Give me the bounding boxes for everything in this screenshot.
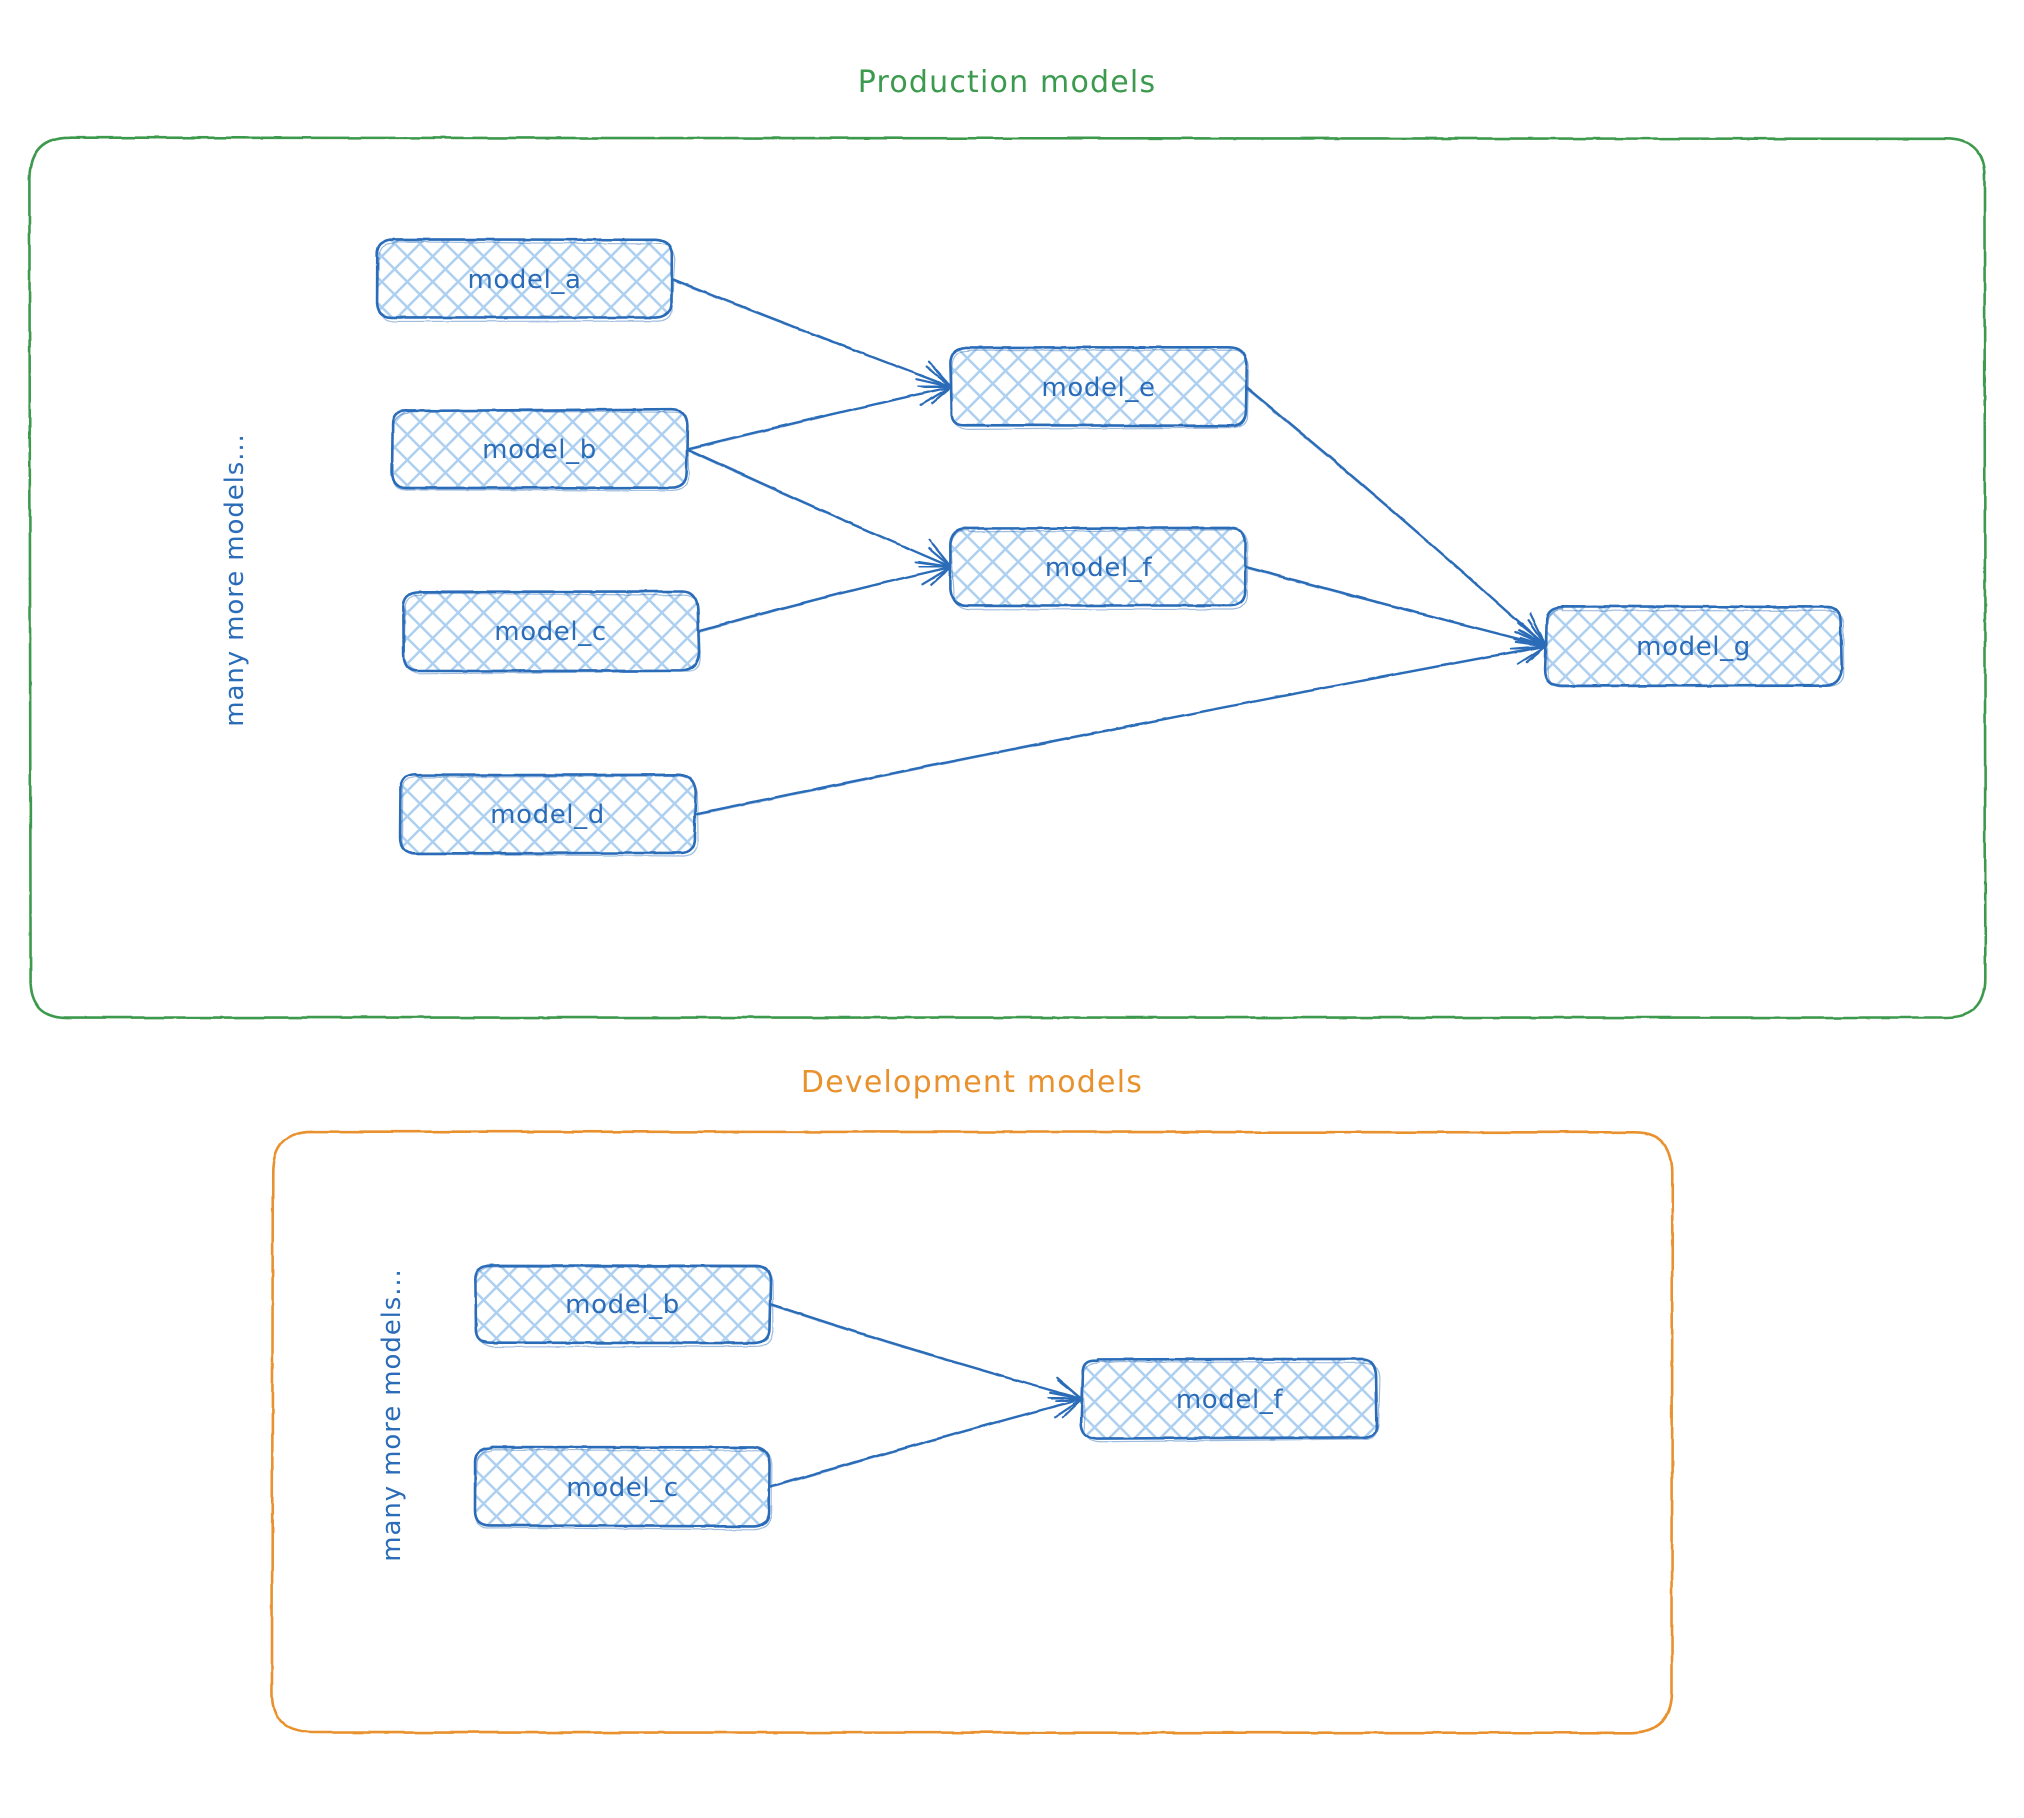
- node-outline-shadow-model_a: [376, 241, 676, 323]
- node-outline-shadow-model_b: [392, 410, 690, 492]
- node-outline-shadow-model_e: [951, 349, 1250, 431]
- side-label-development: many more models...: [377, 1268, 407, 1561]
- node-outline-shadow-dev_model_c: [474, 1449, 773, 1531]
- node-label-model_g: model_g: [1636, 632, 1751, 662]
- node-label-dev_model_b: model_b: [565, 1290, 680, 1320]
- node-label-model_b: model_b: [482, 435, 597, 465]
- side-label-production: many more models...: [220, 433, 250, 726]
- node-fill-model_d: [400, 774, 695, 854]
- node-fill-model_a: [377, 239, 672, 319]
- node-label-model_f: model_f: [1045, 553, 1153, 583]
- node-outline-model_b[interactable]: [390, 407, 689, 490]
- node-label-model_d: model_d: [490, 800, 605, 830]
- node-fill-model_b: [391, 409, 687, 489]
- group-container-production: [28, 136, 1987, 1019]
- node-outline-model_f[interactable]: [949, 526, 1247, 607]
- node-fill-model_f: [950, 527, 1246, 607]
- edge-model_a-to-model_e: [670, 277, 953, 389]
- node-outline-shadow-model_c: [403, 592, 701, 675]
- edge-model_d-to-model_g: [693, 637, 1548, 816]
- node-outline-shadow-model_g: [1546, 608, 1845, 688]
- node-label-model_e: model_e: [1041, 373, 1155, 403]
- edge-dev_model_b-to-dev_model_f: [768, 1302, 1084, 1403]
- node-fill-dev_model_c: [475, 1447, 771, 1527]
- node-outline-shadow-dev_model_b: [474, 1266, 774, 1348]
- group-title-production: Production models: [858, 65, 1157, 100]
- node-outline-dev_model_c[interactable]: [473, 1445, 771, 1528]
- node-fill-model_e: [950, 347, 1247, 427]
- node-label-model_a: model_a: [467, 265, 581, 295]
- edge-model_b-to-model_f: [685, 447, 953, 569]
- node-label-dev_model_c: model_c: [566, 1473, 678, 1503]
- node-label-model_c: model_c: [494, 617, 606, 647]
- edge-model_b-to-model_e: [685, 378, 953, 451]
- node-fill-dev_model_b: [475, 1264, 771, 1344]
- node-label-dev_model_f: model_f: [1176, 1385, 1284, 1415]
- node-outline-shadow-dev_model_f: [1082, 1360, 1381, 1443]
- node-fill-model_c: [402, 592, 699, 670]
- node-outline-shadow-model_f: [950, 529, 1249, 611]
- group-container-development: [270, 1130, 1674, 1735]
- edge-model_f-to-model_g: [1244, 565, 1548, 653]
- node-fill-model_g: [1545, 606, 1842, 686]
- node-outline-shadow-model_d: [401, 775, 699, 857]
- node-fill-dev_model_f: [1082, 1359, 1378, 1439]
- node-outline-dev_model_f[interactable]: [1079, 1357, 1379, 1440]
- group-title-development: Development models: [801, 1065, 1143, 1100]
- edge-model_c-to-model_f: [696, 561, 953, 633]
- edge-dev_model_c-to-dev_model_f: [768, 1391, 1084, 1489]
